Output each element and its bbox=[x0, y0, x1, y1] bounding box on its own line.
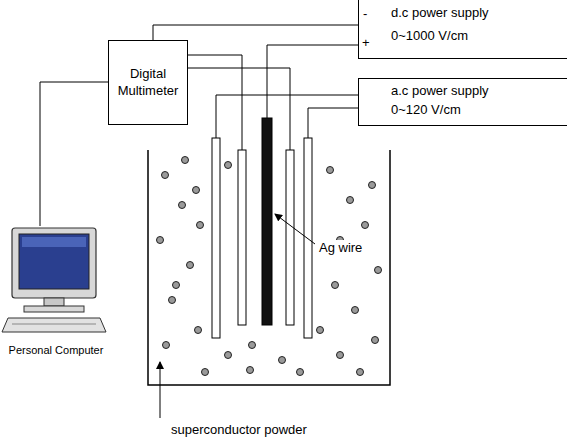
power-supply-box: a.c power supply 0~120 V/cm bbox=[358, 78, 567, 126]
polarity-sign: + bbox=[361, 35, 371, 50]
powder-particle bbox=[225, 352, 232, 359]
powder-particle bbox=[157, 237, 164, 244]
powder-particle bbox=[279, 357, 286, 364]
powder-particle bbox=[332, 282, 339, 289]
computer-node: Personal Computer bbox=[2, 226, 110, 358]
polarity-sign: - bbox=[362, 6, 368, 21]
powder-particle bbox=[225, 162, 232, 169]
computer-icon bbox=[2, 228, 106, 332]
box-value: 0~1000 V/cm bbox=[391, 28, 567, 43]
powder-particle bbox=[187, 262, 194, 269]
powder-particle bbox=[317, 327, 324, 334]
powder-particle bbox=[195, 327, 202, 334]
box-value: 0~120 V/cm bbox=[391, 102, 567, 117]
instrument-box: Digital Multimeter bbox=[108, 40, 188, 125]
electrode-wires bbox=[188, 45, 358, 150]
leader-arrow bbox=[160, 362, 161, 418]
powder-particle bbox=[202, 369, 209, 376]
powder-particle bbox=[375, 267, 382, 274]
powder-particle bbox=[337, 352, 344, 359]
powder-particle bbox=[163, 342, 170, 349]
signal-wire bbox=[153, 25, 358, 40]
box-title: Personal Computer bbox=[2, 344, 110, 356]
powder-particle bbox=[362, 222, 369, 229]
powder-particle bbox=[162, 172, 169, 179]
part-label: superconductor powder bbox=[170, 422, 308, 437]
powder-particle bbox=[372, 337, 379, 344]
powder-particle bbox=[369, 182, 376, 189]
electrodes bbox=[212, 118, 312, 338]
leader-arrow bbox=[275, 214, 315, 244]
powder-particle bbox=[327, 167, 334, 174]
powder-particle bbox=[347, 197, 354, 204]
powder-particle bbox=[357, 369, 364, 376]
powder-particle bbox=[182, 157, 189, 164]
powder-particles bbox=[157, 157, 382, 376]
powder-particle bbox=[297, 369, 304, 376]
powder-particle bbox=[352, 307, 359, 314]
powder-particle bbox=[169, 297, 176, 304]
signal-wire bbox=[40, 82, 108, 226]
box-title: d.c power supply bbox=[391, 5, 567, 20]
powder-particle bbox=[247, 367, 254, 374]
powder-particle bbox=[179, 202, 186, 209]
box-title: a.c power supply bbox=[391, 83, 567, 98]
box-title: Digital Multimeter bbox=[115, 66, 181, 100]
ag-wire bbox=[262, 118, 272, 325]
powder-particle bbox=[173, 282, 180, 289]
power-supply-box: d.c power supply 0~1000 V/cm bbox=[358, 0, 567, 59]
part-label: Ag wire bbox=[318, 240, 363, 255]
powder-particle bbox=[249, 342, 256, 349]
powder-particle bbox=[197, 222, 204, 229]
powder-particle bbox=[193, 187, 200, 194]
